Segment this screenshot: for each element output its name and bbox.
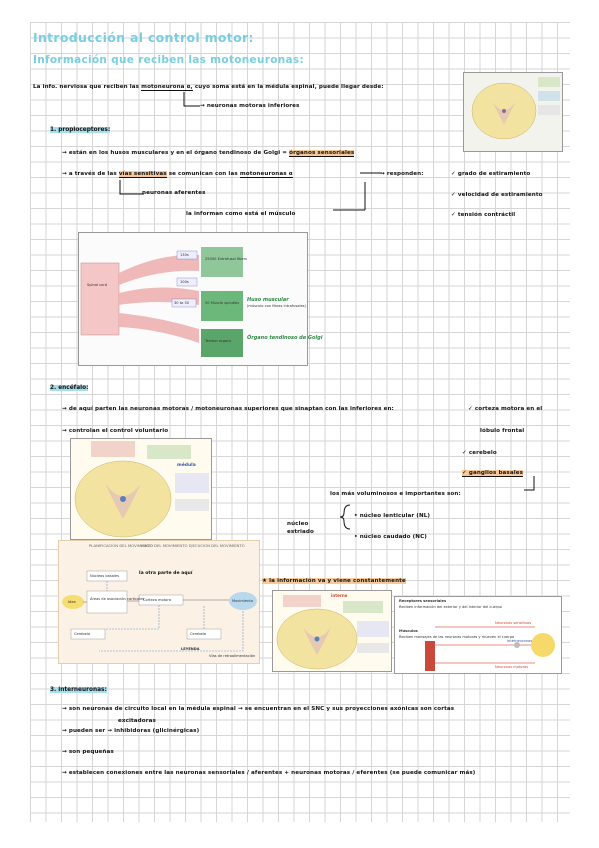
vias-sensitivas-label: vías sensitivas xyxy=(118,171,167,178)
intro-line: La info. nerviosa que reciben las motone… xyxy=(33,84,384,91)
flow-cerebelo1: Cerebelo xyxy=(74,632,91,636)
flow-leyenda: LEYENDA xyxy=(181,647,200,651)
section1-line1-text: → están en los husos musculares y en el … xyxy=(62,150,288,156)
section2-line2: → controlan el control voluntario xyxy=(62,428,169,434)
flow-corteza: Corteza motora xyxy=(143,598,172,602)
huso-label: Huso muscular xyxy=(247,297,289,303)
ganglios-check: ✓ ganglios basales xyxy=(462,470,524,477)
flow-cerebelo2: Cerebelo xyxy=(190,632,207,636)
excitadoras-label: excitadoras xyxy=(118,718,156,724)
receptor-r1: Receptores sensoriales xyxy=(399,599,447,603)
propioceptor-figure: Spinal cord 130s 100s 30 to 50 25000 Ext… xyxy=(78,232,322,366)
ganglios-arrow xyxy=(524,476,535,491)
voluminosos-text: los más voluminosos e importantes son: xyxy=(330,491,461,497)
informan-text: la informan como está el músculo xyxy=(186,211,296,217)
fig1-n1: 130s xyxy=(180,253,189,257)
branch-arrow xyxy=(183,92,200,107)
receptor-m1: Músculos xyxy=(399,629,418,633)
motoneuronas-label: motoneuronas α xyxy=(239,171,293,178)
fig1-fibers2: 50 Muscle spindles xyxy=(205,301,240,305)
spinal-cord-figure-2: interno xyxy=(272,590,392,672)
section1-title: 1. propioceptores: xyxy=(50,127,111,133)
page-subtitle: Información que reciben las motoneuronas… xyxy=(33,54,304,66)
receptor-m2: Reciben mensajes de las neuronas motoras… xyxy=(399,635,515,639)
flow-nucleos: Núcleos basales xyxy=(90,574,120,578)
check-1: ✓ grado de estiramiento xyxy=(451,171,531,177)
huso-sub-label: (músculo con fibras intrafusales) xyxy=(247,304,306,308)
section2-title-text: 2. encéfalo: xyxy=(50,385,89,391)
section1-line1: → están en los husos musculares y en el … xyxy=(62,150,355,157)
flow-h1: PLANIFICACIÓN DEL MOVIMIENTO xyxy=(89,543,153,548)
movement-flowchart: PLANIFICACIÓN DEL MOVIMIENTO INICIO DEL … xyxy=(58,540,260,664)
section1-line2-pre: → a través de las xyxy=(62,171,117,177)
receptor-s3: Neuronas motoras xyxy=(495,665,529,669)
flow-h2: INICIO DEL MOVIMIENTO xyxy=(141,543,188,548)
flow-idea: Idea xyxy=(68,600,76,604)
propioceptor-diagram xyxy=(80,247,243,357)
receptor-r2: Reciben información del exterior y del i… xyxy=(399,605,502,609)
spinal-cord-figure: médula xyxy=(70,438,212,540)
section1-title-text: 1. propioceptores: xyxy=(50,127,111,133)
info-va-viene: ★ la información va y viene constantemen… xyxy=(262,578,406,584)
section1-line2-mid: se comunican con las xyxy=(168,171,238,177)
lobulo-frontal: lóbulo frontal xyxy=(480,428,525,434)
spinal-cord-thumbnail xyxy=(463,72,563,152)
fig-interno-label: interno xyxy=(331,593,348,598)
flow-areas: Áreas de asociación corticales xyxy=(90,597,145,601)
check-2: ✓ velocidad de estiramiento xyxy=(451,192,543,198)
section2-line1: → de aquí parten las neuronas motoras / … xyxy=(62,406,394,412)
ganglios-label: ✓ ganglios basales xyxy=(462,470,524,477)
section3-title-text: 3. interneuronas: xyxy=(50,687,107,693)
intro-branch: → neuronas motoras inferiores xyxy=(200,103,300,109)
aferentes-arrow xyxy=(119,180,144,195)
caudado-label: • núcleo caudado (NC) xyxy=(354,534,427,540)
organos-sensoriales-label: órganos sensoriales xyxy=(289,150,355,157)
section3-line4: → establecen conexiones entre las neuron… xyxy=(62,770,476,776)
estriado-brace xyxy=(339,504,351,530)
cerebelo-check: ✓ cerebelo xyxy=(462,450,497,456)
corteza-motora: ✓ corteza motora en el xyxy=(468,406,543,412)
section3-line2: → pueden ser → inhibidoras (glicinérgica… xyxy=(62,728,200,734)
section1-line2: → a través de las vías sensitivas se com… xyxy=(62,171,293,178)
flowchart-arrows xyxy=(62,570,257,652)
receptor-figure: Receptores sensoriales Reciben informaci… xyxy=(394,596,562,674)
fig-medula-label: médula xyxy=(177,463,196,468)
spinal-cord-label: Spinal cord xyxy=(87,283,108,287)
flow-ret: Vías de retroalimentación xyxy=(209,654,256,658)
fig1-fibers3: Tendon organs xyxy=(205,339,232,343)
responden-label: → responden: xyxy=(380,171,424,177)
organo-label: Órgano tendinoso de Golgi xyxy=(247,335,323,341)
responden-arrow xyxy=(360,172,382,174)
page-title: Introducción al control motor: xyxy=(33,30,254,45)
flow-note: la otra parte de aquí xyxy=(139,571,193,576)
intro-text-post: cuyo soma está en la médula espinal, pue… xyxy=(194,84,384,90)
fig1-fibers1: 25000 Extrafusal fibers xyxy=(205,257,247,261)
section3-line1: → son neuronas de circuito local en la m… xyxy=(62,706,455,712)
fig1-n3: 30 to 50 xyxy=(174,301,190,305)
section3-title: 3. interneuronas: xyxy=(50,687,107,693)
lenticular-label: • núcleo lenticular (NL) xyxy=(354,513,431,519)
intro-text: La info. nerviosa que reciben las xyxy=(33,84,140,90)
informan-arrow xyxy=(333,182,366,211)
motoneurona-label: motoneurona α, xyxy=(141,84,193,91)
section3-line3: → son pequeñas xyxy=(62,749,114,755)
flow-movimiento: Movimiento xyxy=(232,599,254,603)
fig1-n2: 100s xyxy=(180,280,189,284)
section2-title: 2. encéfalo: xyxy=(50,385,89,391)
estriado-label: núcleo estriado xyxy=(287,521,314,535)
info-va-viene-text: ★ la información va y viene constantemen… xyxy=(262,578,406,584)
check-3: ✓ tensión contráctil xyxy=(451,212,516,218)
receptor-s1: Neuronas sensitivas xyxy=(495,621,532,625)
aferentes-label: neuronas aferentes xyxy=(142,190,206,196)
receptor-s2: Interneuronas xyxy=(507,639,533,643)
flow-h3: EJECUCIÓN DEL MOVIMIENTO xyxy=(189,543,245,548)
